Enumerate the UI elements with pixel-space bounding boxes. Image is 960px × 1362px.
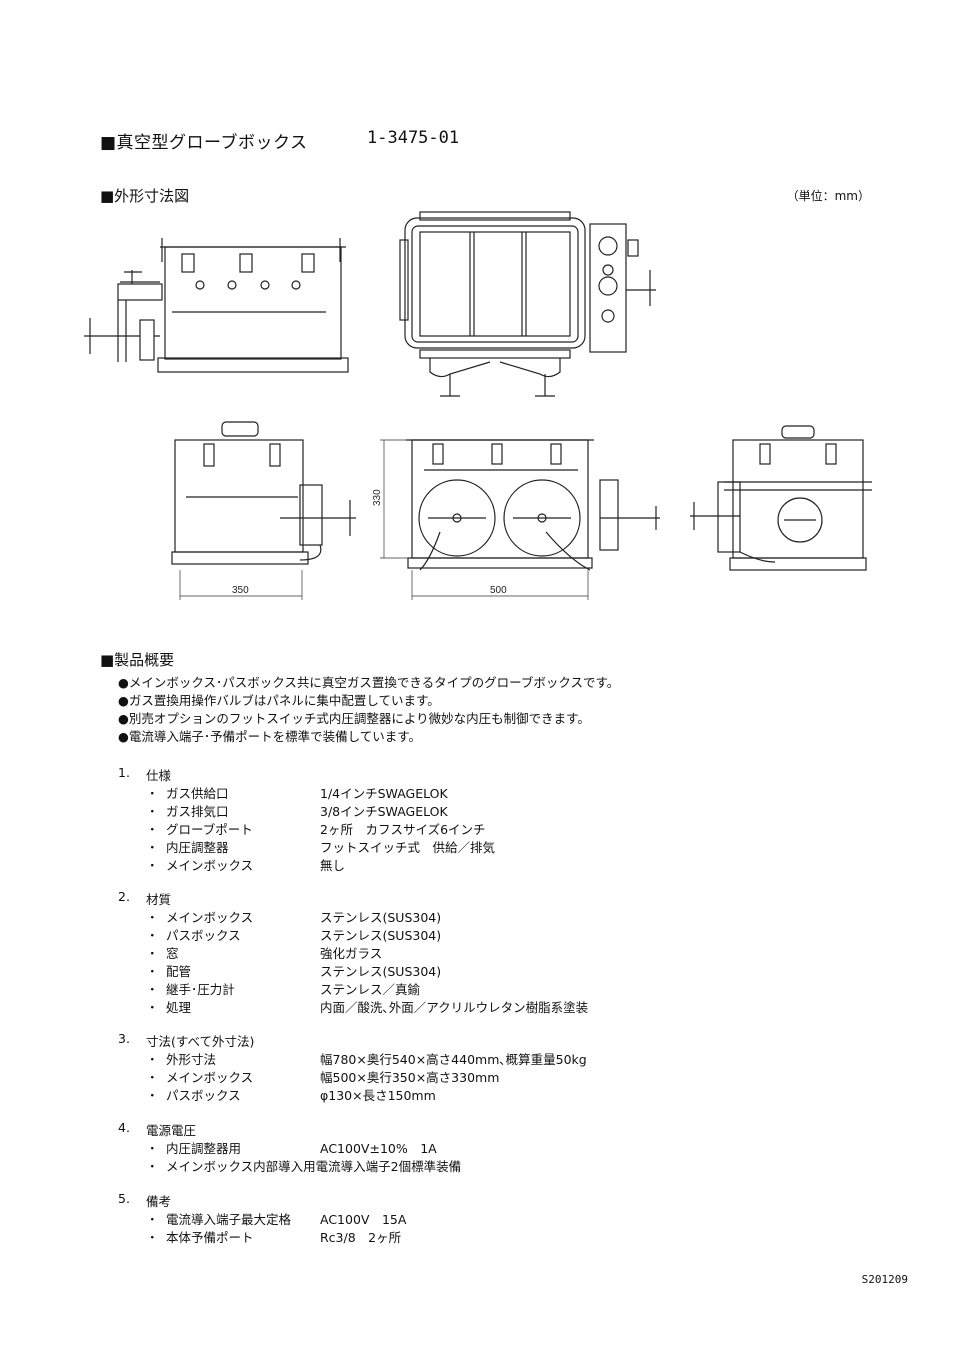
side-view-drawing: 350 <box>171 421 356 600</box>
rear-view-drawing <box>690 425 872 571</box>
top-view-drawing <box>399 211 656 397</box>
dim-500: 500 <box>490 585 507 596</box>
drawing-section-heading: ■外形寸法図 <box>100 187 190 205</box>
spec-number: 4. <box>118 1120 130 1135</box>
bullet-item: ●ガス置換用操作バルブはパネルに集中配置しています。 <box>118 693 440 708</box>
dim-330: 330 <box>372 489 383 506</box>
bullet-item: ●電流導入端子･予備ポートを標準で装備しています。 <box>118 729 422 744</box>
spec-title: 電源電圧 <box>146 1123 197 1138</box>
overview-section-heading: ■製品概要 <box>100 651 175 669</box>
glove-front-view-drawing: 330 500 <box>372 439 660 600</box>
spec-number: 3. <box>118 1031 130 1046</box>
front-view-drawing <box>84 238 349 373</box>
spec-title: 備考 <box>146 1194 172 1209</box>
bullet-item: ●メインボックス･パスボックス共に真空ガス置換できるタイプのグローブボックスです… <box>118 675 620 690</box>
footer-code: S201209 <box>861 1273 908 1286</box>
spec-title: 材質 <box>146 892 172 907</box>
bullet-item: ●別売オプションのフットスイッチ式内圧調整器により微妙な内圧も制御できます。 <box>118 711 590 726</box>
spec-number: 2. <box>118 889 130 904</box>
spec-number: 1. <box>118 765 130 780</box>
overview-bullets: ●メインボックス･パスボックス共に真空ガス置換できるタイプのグローブボックスです… <box>118 674 619 746</box>
dim-350: 350 <box>232 585 249 596</box>
unit-note: （単位：mm） <box>786 189 870 203</box>
spec-title: 仕様 <box>146 768 172 783</box>
product-code: 1-3475-01 <box>367 128 460 148</box>
spec-number: 5. <box>118 1191 130 1206</box>
technical-drawings: 350 330 500 <box>84 211 872 600</box>
spec-title: 寸法(すべて外寸法) <box>146 1034 255 1049</box>
page-title: ■真空型グローブボックス <box>100 133 308 153</box>
